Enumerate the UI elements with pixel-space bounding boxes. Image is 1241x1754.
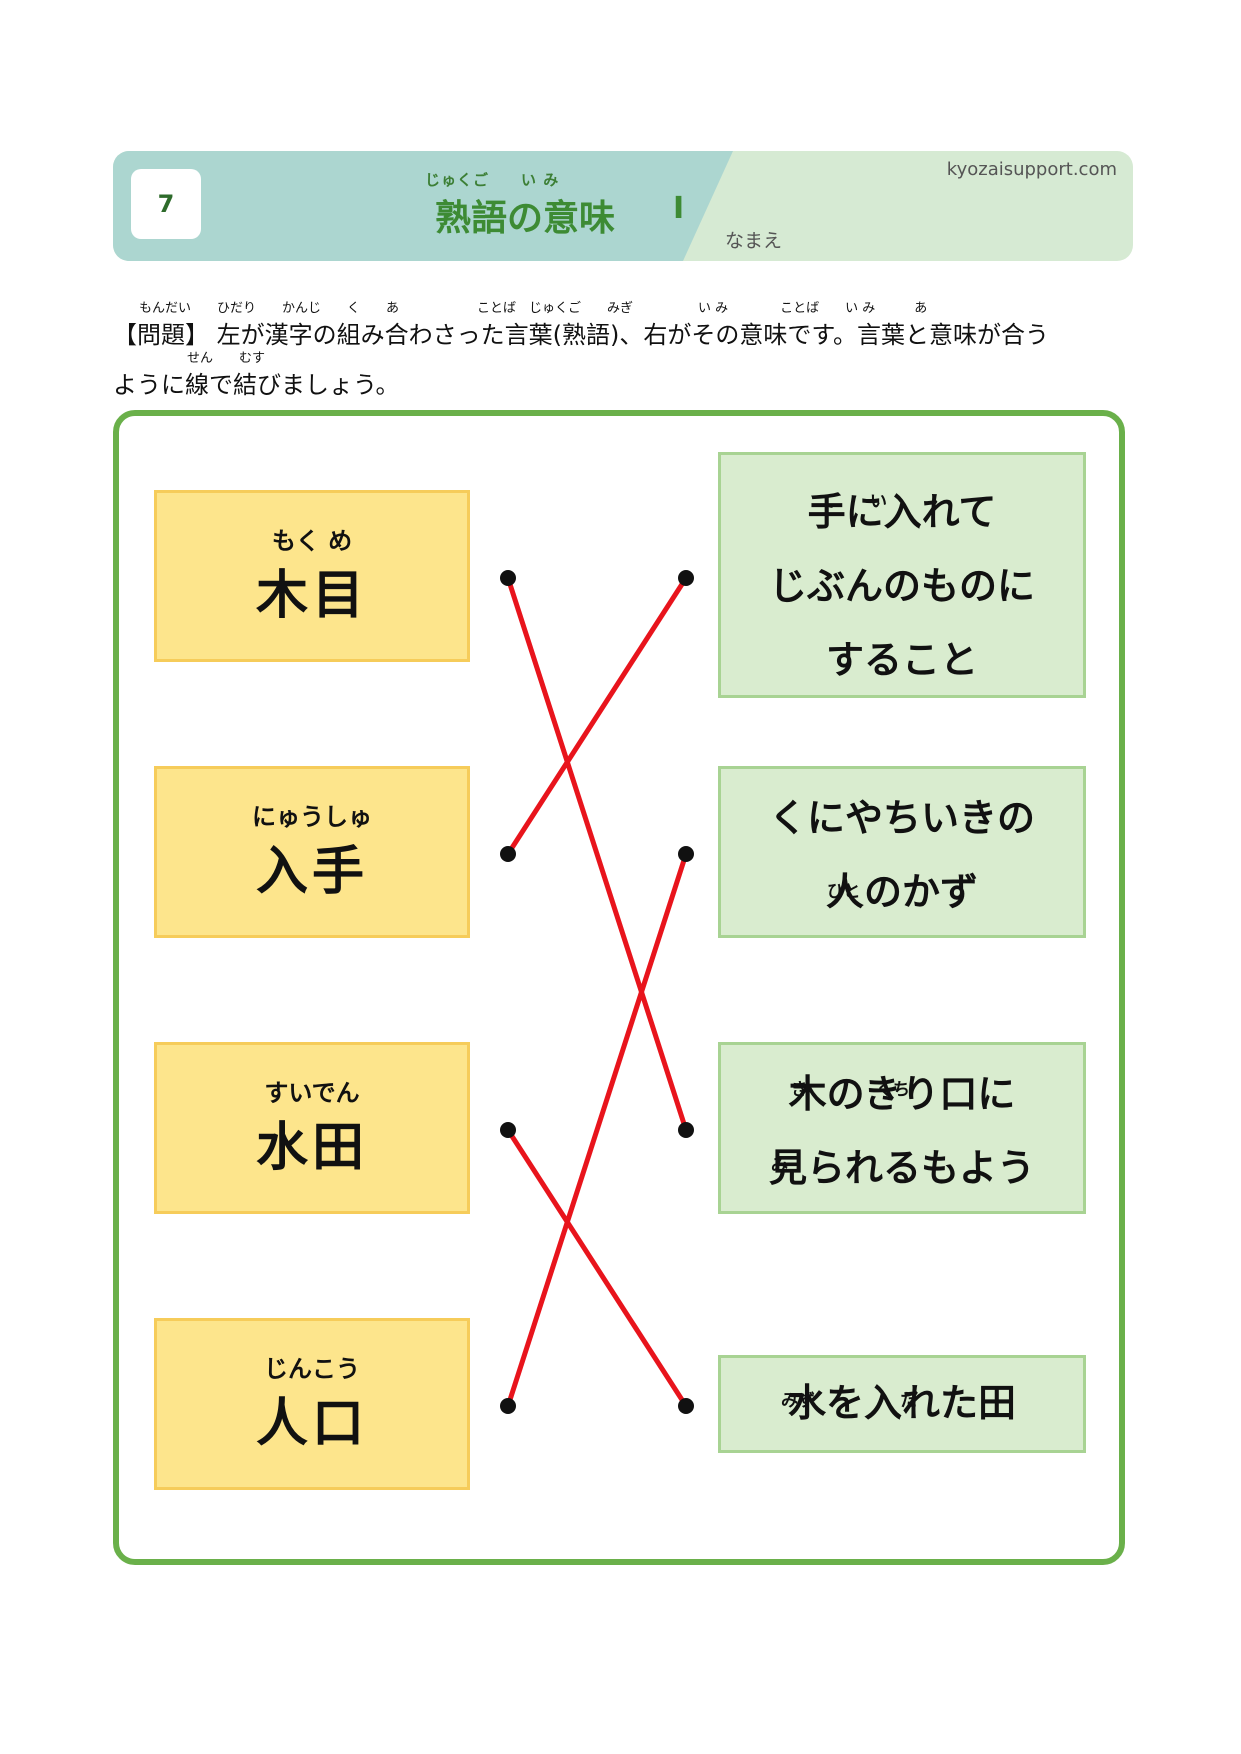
connector-line-2 xyxy=(505,576,689,856)
left-dot-4[interactable] xyxy=(500,1398,516,1414)
left-word-box-1: もく め 木目 xyxy=(154,490,470,662)
meaning-box-1: て い 手に入れて じぶんのものに すること xyxy=(718,452,1086,698)
left-dot-3[interactable] xyxy=(500,1122,516,1138)
meaning-line: 水を入れた田 xyxy=(787,1381,1016,1425)
meaning-ruby: て い xyxy=(819,492,887,512)
left-word-box-4: じんこう 人口 xyxy=(154,1318,470,1490)
left-word: 入手 xyxy=(255,842,368,902)
left-word-box-2: にゅうしゅ 入手 xyxy=(154,766,470,938)
question-line-1: 【問題】 左が漢字の組み合わさった言葉(熟語)、右がその意味です。言葉と意味が合… xyxy=(113,321,1049,349)
exercise-frame xyxy=(113,410,1125,1565)
connector-line-1 xyxy=(505,577,689,1131)
title-ruby: じゅくご い み xyxy=(425,171,560,189)
meaning-line: 木のきり口に xyxy=(788,1072,1016,1116)
connector-line-4 xyxy=(505,853,689,1407)
right-dot-3[interactable] xyxy=(678,1122,694,1138)
question-text: もんだい ひだり かんじ く あ ことば じゅくご みぎ い み ことば い み… xyxy=(113,302,1133,410)
header-teal-panel xyxy=(113,151,733,261)
meaning-ruby: ひと xyxy=(827,882,861,902)
left-word: 木目 xyxy=(255,566,368,626)
connector-line-3 xyxy=(505,1128,689,1408)
name-label: なまえ xyxy=(725,230,783,252)
left-word-ruby: にゅうしゅ xyxy=(252,803,372,831)
worksheet-title: 熟語の意味 xyxy=(435,198,616,239)
left-word-ruby: すいでん xyxy=(264,1079,360,1107)
worksheet-header: 7 じゅくご い み 熟語の意味 Ⅰ kyozaisupport.com なまえ xyxy=(113,151,1133,261)
worksheet-number: 7 xyxy=(131,169,201,239)
right-dot-4[interactable] xyxy=(678,1398,694,1414)
meaning-box-2: ひと くにやちいきの 人のかず xyxy=(718,766,1086,938)
right-dot-1[interactable] xyxy=(678,570,694,586)
left-dot-1[interactable] xyxy=(500,570,516,586)
meaning-ruby: き くち xyxy=(791,1080,910,1100)
meaning-ruby: みず た xyxy=(781,1391,917,1411)
title-numeral: Ⅰ xyxy=(673,191,685,226)
meaning-line: じぶんのものに xyxy=(768,564,1035,608)
meaning-line: すること xyxy=(825,638,978,682)
meaning-line: 見られるもよう xyxy=(768,1146,1035,1190)
question-line-2: ように線で結びましょう。 xyxy=(113,371,400,399)
left-word-box-3: すいでん 水田 xyxy=(154,1042,470,1214)
meaning-box-3: き くち み 木のきり口に 見られるもよう xyxy=(718,1042,1086,1214)
meaning-line: くにやちいきの xyxy=(768,796,1035,840)
question-ruby-2: せん むす xyxy=(187,351,266,366)
meaning-box-4: みず た 水を入れた田 xyxy=(718,1355,1086,1453)
left-word-ruby: じんこう xyxy=(264,1355,360,1383)
left-word-ruby: もく め xyxy=(271,527,353,555)
left-word: 人口 xyxy=(255,1394,368,1454)
meaning-line: 手に入れて xyxy=(807,490,997,534)
question-ruby-1: もんだい ひだり かんじ く あ ことば じゅくご みぎ い み ことば い み… xyxy=(139,301,928,316)
meaning-line: 人のかず xyxy=(825,870,978,914)
left-dot-2[interactable] xyxy=(500,846,516,862)
right-dot-2[interactable] xyxy=(678,846,694,862)
meaning-ruby: み xyxy=(771,1156,788,1176)
left-word: 水田 xyxy=(255,1118,368,1178)
site-name: kyozaisupport.com xyxy=(946,159,1117,180)
